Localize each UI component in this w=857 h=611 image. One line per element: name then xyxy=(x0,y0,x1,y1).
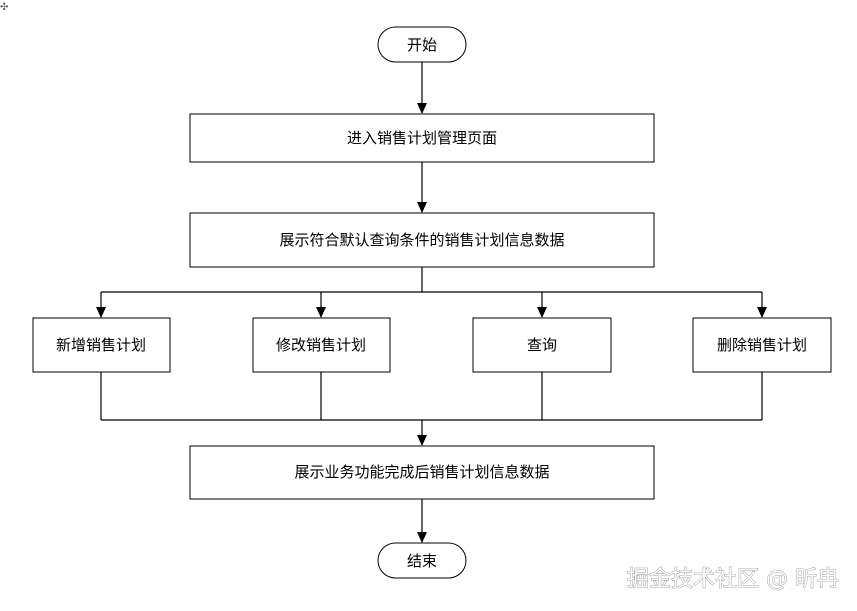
node-show-default-label: 展示符合默认查询条件的销售计划信息数据 xyxy=(279,231,564,249)
arrow-merge-show-after xyxy=(417,435,427,446)
node-show-default: 展示符合默认查询条件的销售计划信息数据 xyxy=(189,212,655,268)
node-query: 查询 xyxy=(472,317,612,373)
node-query-label: 查询 xyxy=(527,336,557,354)
node-delete: 删除销售计划 xyxy=(692,317,832,373)
node-add: 新增销售计划 xyxy=(32,317,171,373)
node-show-after: 展示业务功能完成后销售计划信息数据 xyxy=(189,445,655,500)
node-start-label: 开始 xyxy=(407,36,437,54)
arrow-start-enter xyxy=(417,103,427,114)
node-start: 开始 xyxy=(377,26,467,63)
node-add-label: 新增销售计划 xyxy=(56,336,146,354)
watermark-text: 掘金技术社区 @ 昕冉 xyxy=(627,567,839,592)
node-enter: 进入销售计划管理页面 xyxy=(189,113,655,163)
arrow-show-after-end xyxy=(417,532,427,543)
node-edit: 修改销售计划 xyxy=(252,317,391,373)
arrow-branch-delete xyxy=(757,307,767,318)
arrow-enter-show-default xyxy=(417,202,427,213)
node-delete-label: 删除销售计划 xyxy=(717,336,807,354)
node-show-after-label: 展示业务功能完成后销售计划信息数据 xyxy=(294,463,549,481)
arrow-branch-query xyxy=(537,307,547,318)
arrow-branch-add xyxy=(96,307,106,318)
node-end: 结束 xyxy=(377,542,467,579)
node-end-label: 结束 xyxy=(407,552,437,570)
node-edit-label: 修改销售计划 xyxy=(276,336,366,354)
corner-move-icon: ✣ xyxy=(0,2,8,13)
arrow-branch-edit xyxy=(316,307,326,318)
node-enter-label: 进入销售计划管理页面 xyxy=(347,129,497,147)
edges xyxy=(96,62,767,543)
